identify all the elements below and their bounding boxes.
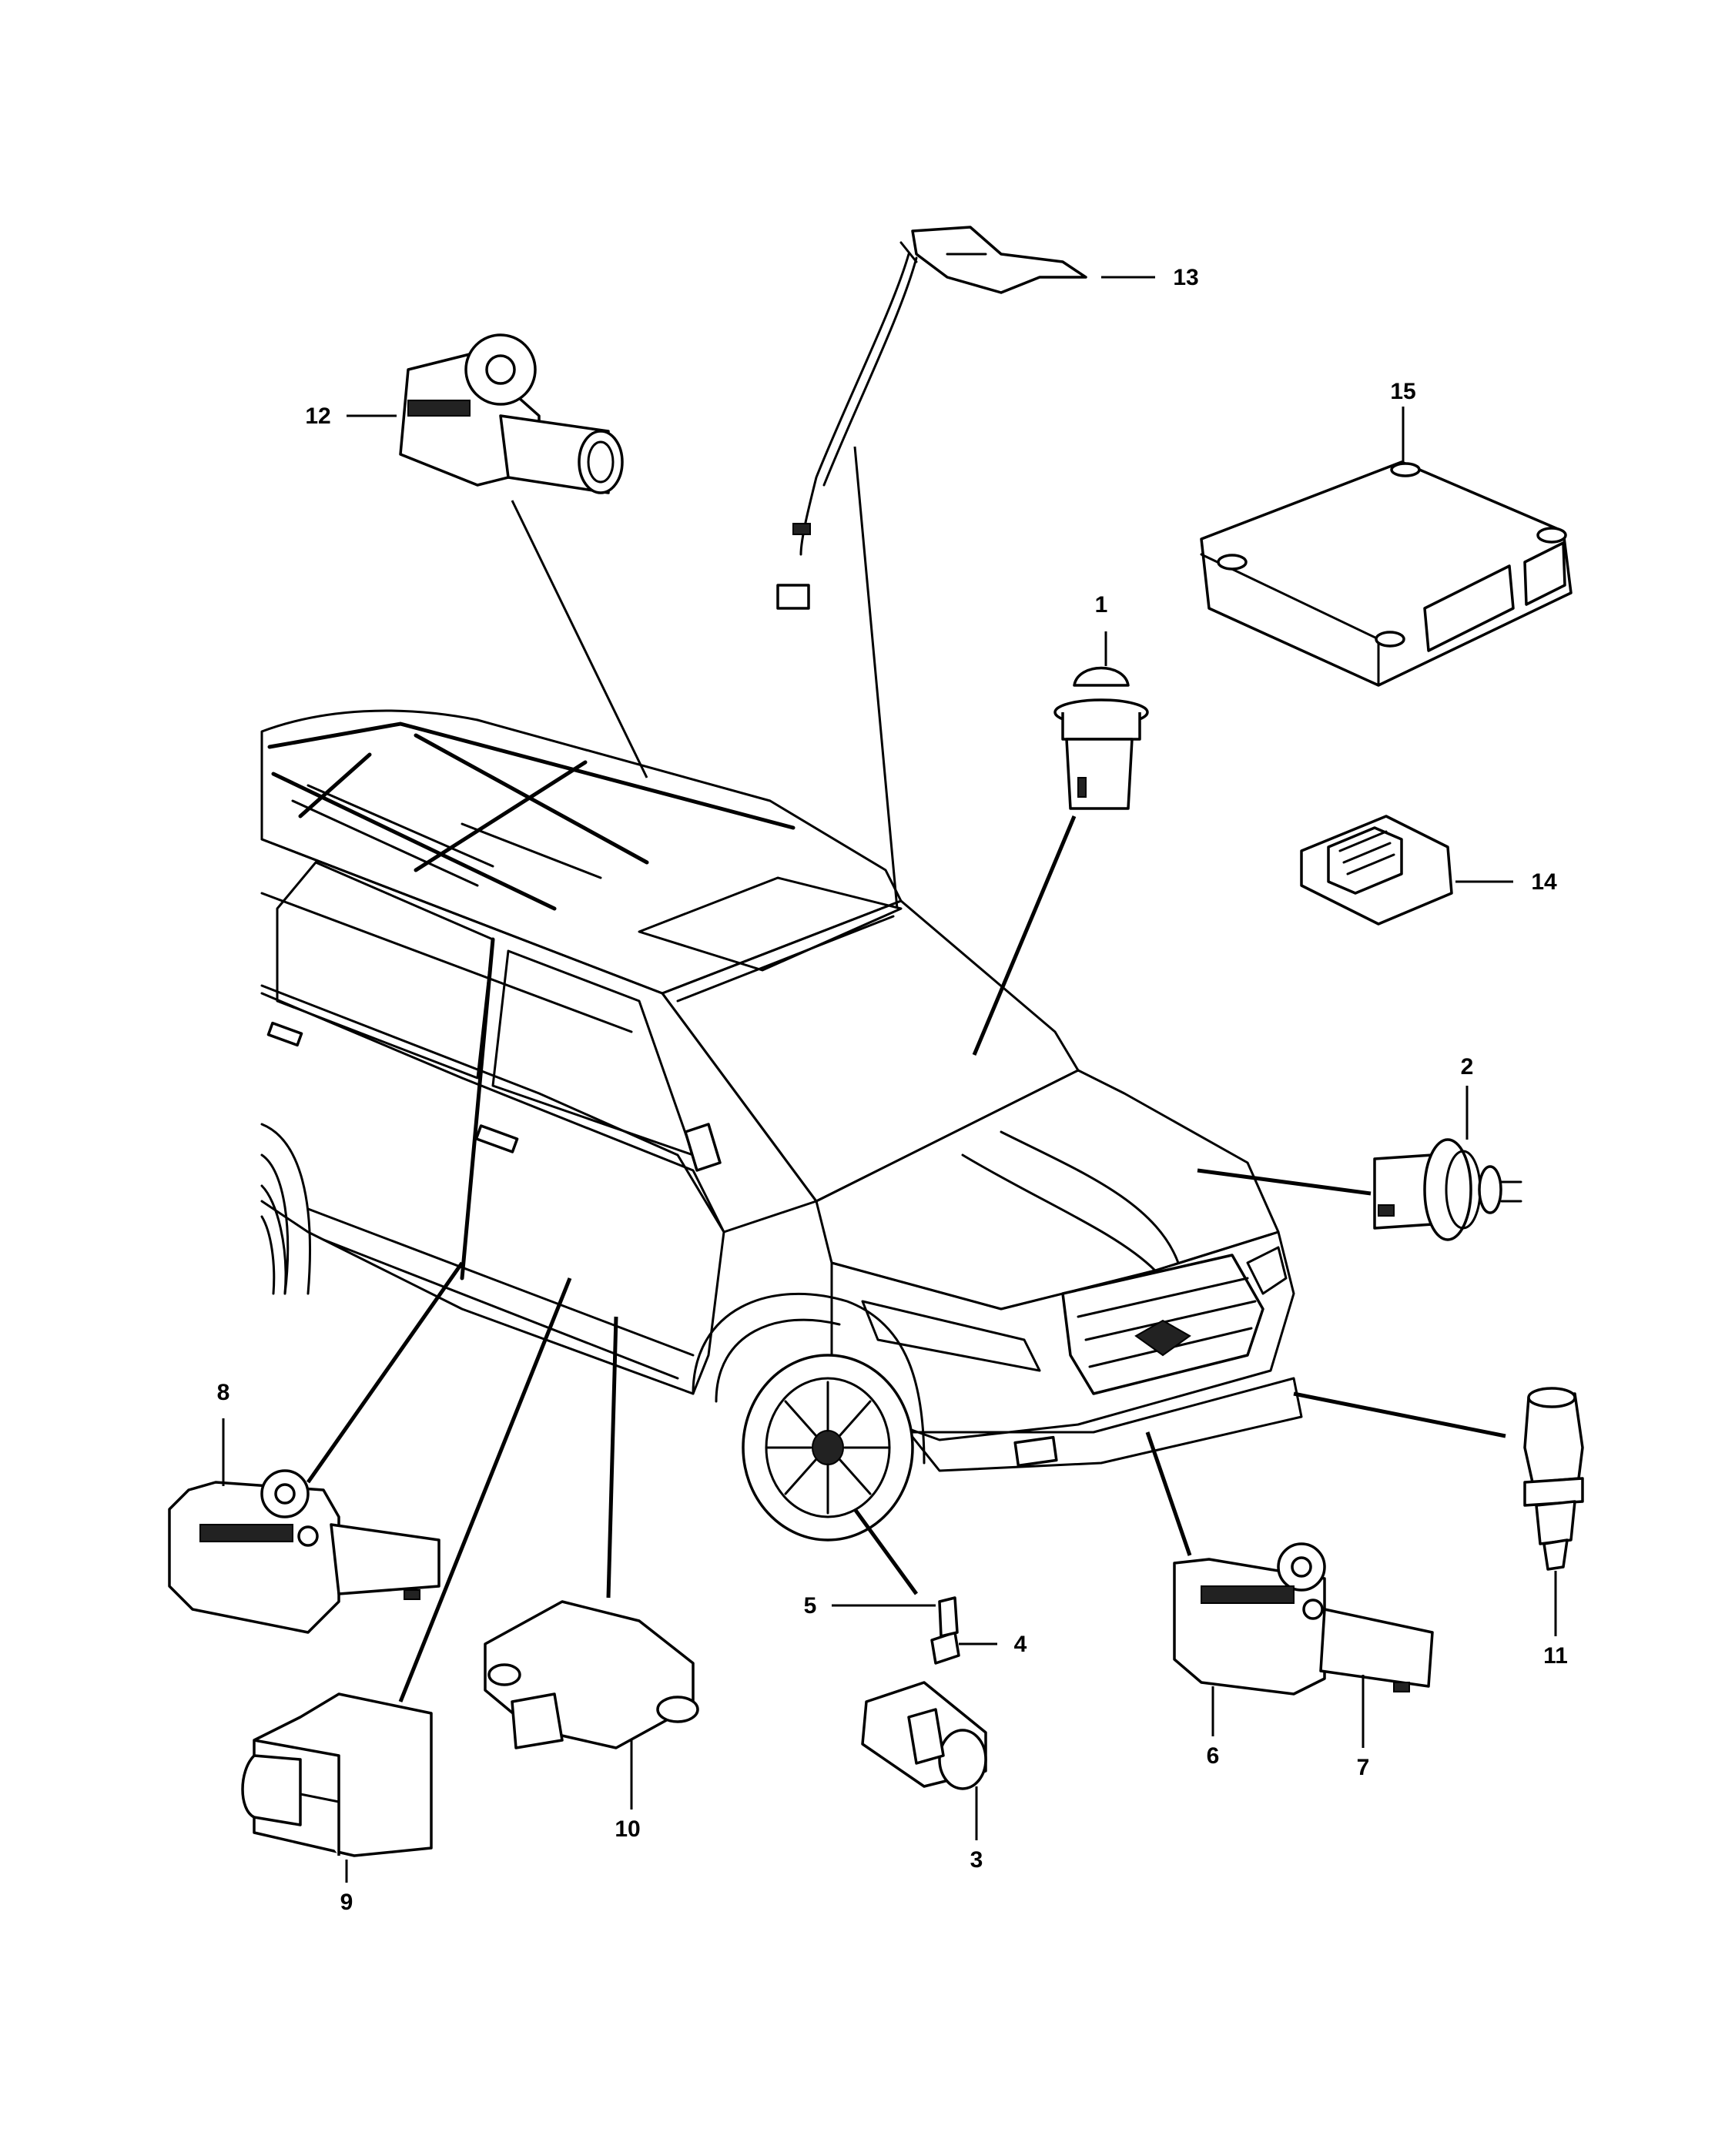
part-2-sensor	[1373, 1138, 1522, 1241]
part-3-tpms-sensor	[861, 1596, 987, 1790]
part-4-valve-nut	[930, 1631, 960, 1665]
part-5-valve-cap	[938, 1596, 959, 1638]
callout-2: 2	[1461, 1054, 1474, 1080]
part-1-sensor	[1053, 666, 1149, 810]
part-11-sensor	[1523, 1387, 1584, 1571]
part-6-sensor	[1173, 1542, 1434, 1696]
callout-8: 8	[217, 1380, 230, 1405]
callout-12: 12	[305, 403, 330, 429]
vehicle-illustration	[260, 709, 1303, 1542]
callout-13: 13	[1173, 265, 1198, 290]
leader-lines	[222, 276, 1557, 1883]
part-9-connector	[241, 1692, 433, 1857]
callout-14: 14	[1531, 869, 1557, 895]
callout-11: 11	[1543, 1643, 1568, 1669]
part-8-sensor	[168, 1469, 440, 1634]
callout-15: 15	[1390, 379, 1415, 404]
part-7-connector	[1319, 1608, 1434, 1688]
callout-3: 3	[970, 1847, 983, 1873]
callout-10: 10	[615, 1816, 640, 1842]
callout-4: 4	[1014, 1632, 1027, 1657]
part-10-module	[484, 1600, 699, 1749]
part-13-harness	[776, 226, 1087, 610]
callout-5: 5	[804, 1593, 817, 1619]
callout-6: 6	[1207, 1743, 1220, 1769]
part-14-module	[1300, 815, 1453, 926]
part-15-module	[1200, 460, 1573, 687]
callout-9: 9	[340, 1890, 353, 1915]
callout-labels: 1 2 3 4 5 6 7 8 9 10 11 12 13 14 15	[217, 265, 1568, 1915]
callout-1: 1	[1095, 592, 1108, 618]
part-12-sensor	[399, 333, 624, 494]
callout-7: 7	[1357, 1755, 1370, 1780]
